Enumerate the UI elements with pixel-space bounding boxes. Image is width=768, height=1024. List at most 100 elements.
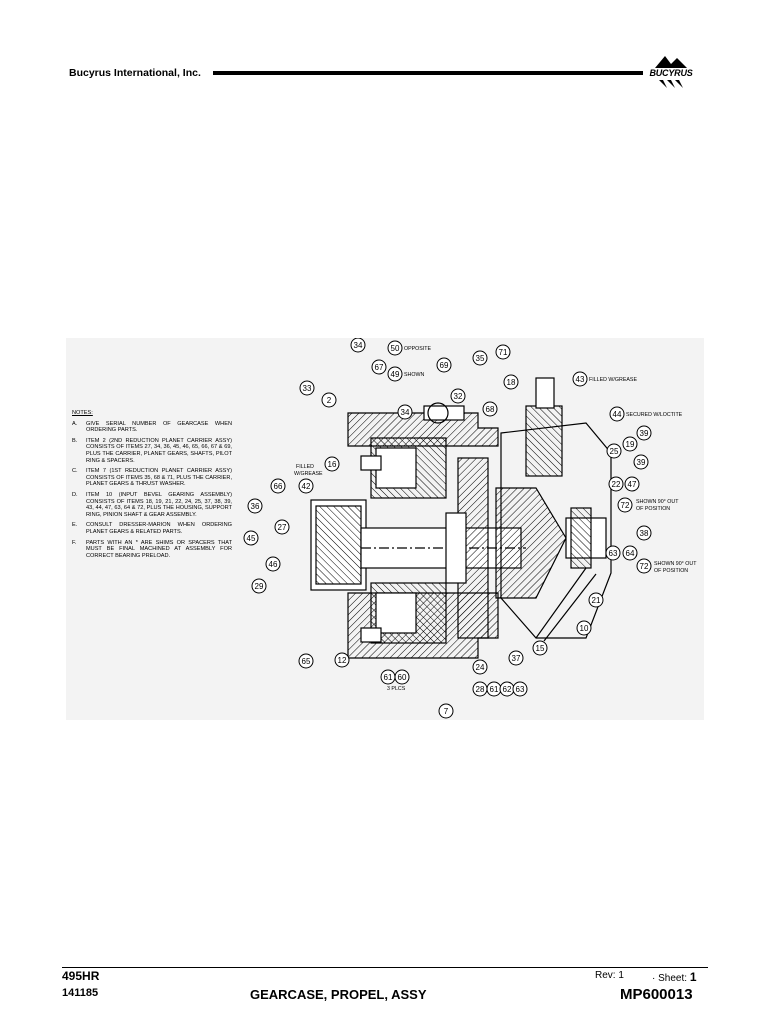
callout: 12 — [334, 652, 350, 668]
note-letter: E. — [72, 522, 78, 529]
callout-label: 24 — [476, 663, 485, 672]
callout-label: 49 — [391, 370, 400, 379]
callout: 65 — [298, 653, 314, 669]
note-text: GIVE SERIAL NUMBER OF GEARCASE WHEN ORDE… — [86, 420, 232, 434]
document-title: GEARCASE, PROPEL, ASSY — [250, 987, 427, 1002]
callout-label: 72 — [640, 562, 649, 571]
callout-label: 18 — [507, 378, 516, 387]
callout-label: 61 — [384, 673, 393, 682]
callout: 61 — [486, 681, 502, 697]
header-rule — [213, 71, 643, 75]
drawing-number: 141185 — [62, 987, 99, 999]
callout-label: 27 — [278, 523, 287, 532]
callout-label: 33 — [303, 384, 312, 393]
annotation-filled-grease: FILLED W/GREASE — [589, 377, 637, 383]
callout-label: 15 — [536, 644, 545, 653]
callout: 67 — [371, 359, 387, 375]
callout: 38 — [636, 525, 652, 541]
callout: 72 — [617, 497, 633, 513]
callout-label: 72 — [621, 501, 630, 510]
callout-label: 10 — [580, 624, 589, 633]
callout-label: 34 — [401, 408, 410, 417]
callout: 71 — [495, 344, 511, 360]
callout: 45 — [243, 530, 259, 546]
callout: 15 — [532, 640, 548, 656]
note-item: E.CONSULT DRESSER-MARION WHEN ORDERING P… — [72, 522, 232, 535]
bucyrus-logo: BUCYRUS — [641, 52, 701, 92]
gearcase-figure: NOTES: A.GIVE SERIAL NUMBER OF GEARCASE … — [66, 338, 704, 720]
company-name: Bucyrus International, Inc. — [69, 67, 201, 79]
annotation-loctite: SECURED W/LOCTITE — [626, 412, 683, 418]
note-item: F.PARTS WITH AN * ARE SHIMS OR SPACERS T… — [72, 540, 232, 560]
footer-rule — [62, 967, 708, 968]
callout-label: 34 — [354, 341, 363, 350]
callout: 21 — [588, 592, 604, 608]
callout: 33 — [299, 380, 315, 396]
sheet: · Sheet: 1 — [652, 970, 697, 984]
callout: 63 — [512, 681, 528, 697]
callout: 47 — [624, 476, 640, 492]
callout: 28 — [472, 681, 488, 697]
revision: Rev: 1 — [595, 970, 624, 981]
callout-label: 63 — [516, 685, 525, 694]
callout: 7 — [438, 703, 454, 719]
note-item: B.ITEM 2 (2ND REDUCTION PLANET CARRIER A… — [72, 438, 232, 464]
callout: 46 — [265, 556, 281, 572]
callout-label: 64 — [626, 549, 635, 558]
callout-label: 16 — [328, 460, 337, 469]
callout: 62 — [499, 681, 515, 697]
note-item: D.ITEM 10 (INPUT BEVEL GEARING ASSEMBLY)… — [72, 492, 232, 518]
callout-label: 36 — [251, 502, 260, 511]
callout: 37 — [508, 650, 524, 666]
note-letter: D. — [72, 491, 78, 498]
rev-label: Rev: — [595, 970, 616, 981]
annotation-3-plcs: 3 PLCS — [387, 686, 406, 692]
annotation-filled: FILLED — [296, 464, 314, 470]
callout: 39 — [636, 425, 652, 441]
callout: 25 — [606, 443, 622, 459]
callout: 66 — [270, 478, 286, 494]
callout-label: 12 — [338, 656, 347, 665]
callout: 42 — [298, 478, 314, 494]
gearcase-body — [310, 377, 612, 659]
callout-label: 46 — [269, 560, 278, 569]
rev-value: 1 — [618, 970, 624, 981]
note-letter: B. — [72, 437, 78, 444]
callout: 10 — [576, 620, 592, 636]
callout-label: 50 — [391, 344, 400, 353]
callout-label: 69 — [440, 361, 449, 370]
annotation-w-grease: W/GREASE — [294, 471, 323, 477]
note-text: ITEM 7 (1ST REDUCTION PLANET CARRIER ASS… — [86, 468, 232, 488]
callout-label: 2 — [327, 396, 332, 405]
callouts: 34 50 67 49 69 35 71 33 2 34 32 68 18 43… — [243, 338, 652, 719]
callout-label: 62 — [503, 685, 512, 694]
callout-label: 63 — [609, 549, 618, 558]
callout: 29 — [251, 578, 267, 594]
callout-label: 39 — [637, 458, 646, 467]
callout-label: 35 — [476, 354, 485, 363]
callout-label: 7 — [444, 707, 449, 716]
note-text: PARTS WITH AN * ARE SHIMS OR SPACERS THA… — [86, 539, 232, 559]
callout: 22 — [608, 476, 624, 492]
callout: 2 — [321, 392, 337, 408]
model-number: 495HR — [62, 969, 100, 983]
callout: 24 — [472, 659, 488, 675]
callout: 49 — [387, 366, 403, 382]
callout: 16 — [324, 456, 340, 472]
part-number: MP600013 — [620, 986, 693, 1003]
callout-label: 71 — [499, 348, 508, 357]
annotation-of-position: OF POSITION — [654, 568, 688, 574]
annotation-of-position: OF POSITION — [636, 506, 670, 512]
callout-label: 47 — [628, 480, 637, 489]
callout: 72 — [636, 558, 652, 574]
callout: 43 — [572, 371, 588, 387]
callout-label: 19 — [626, 440, 635, 449]
callout-label: 29 — [255, 582, 264, 591]
callout-label: 61 — [490, 685, 499, 694]
logo-mountain-icon — [655, 56, 687, 88]
callout: 60 — [394, 669, 410, 685]
sheet-label: Sheet: — [658, 973, 688, 984]
note-letter: C. — [72, 468, 78, 475]
callout-label: 28 — [476, 685, 485, 694]
callout: 63 — [605, 545, 621, 561]
